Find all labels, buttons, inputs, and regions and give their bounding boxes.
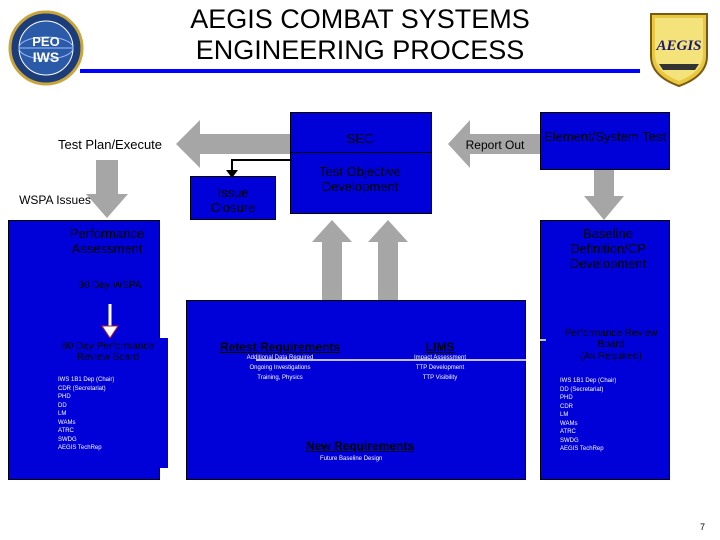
member-item: SWDG [560, 437, 579, 444]
test-objective-box [290, 152, 432, 214]
performance-assessment-label: Performance Assessment [69, 226, 145, 256]
aegis-logo-text: AEGIS [655, 38, 701, 54]
sixty-day-label: 60 Day Performance Review Board [62, 341, 154, 363]
member-item: DD [58, 402, 67, 409]
thirty-day-label: 30 Day WSPA [78, 280, 142, 291]
lims-label: LIMS [425, 340, 455, 354]
report-out-label: Report Out [465, 138, 525, 152]
new-requirements-sub: Future Baseline Design [320, 456, 383, 462]
member-item: ATRC [58, 428, 74, 434]
logo-text-top: PEO [32, 34, 59, 49]
perf-review-note: (As Required) [580, 351, 642, 362]
perf-review-members: IWS 1B1 Dep (Chair) DD (Secretariat) PHD… [560, 377, 664, 454]
lims-items: Impact Assessment TTP Development TTP Vi… [390, 353, 490, 383]
arrow-up-right [368, 220, 408, 300]
member-item: CDR [560, 403, 573, 410]
issue-closure-box [190, 176, 276, 220]
title-line-2: ENGINEERING PROCESS [195, 35, 525, 65]
element-system-test-box [540, 112, 670, 170]
member-item: LM [560, 412, 569, 418]
retest-item: Ongoing Investigations [249, 365, 311, 371]
retest-items: Additional Data Required Ongoing Investi… [214, 353, 346, 383]
wspa-issues-label: WSPA Issues [19, 193, 91, 207]
member-item: PHD [560, 395, 573, 401]
connector-issue-head [226, 170, 238, 178]
member-item: ATRC [560, 429, 576, 435]
retest-item: Training, Physics [257, 375, 303, 381]
arrow-up-left [312, 220, 352, 300]
sec-label: SEC [346, 131, 374, 146]
peo-iws-logo: PEO IWS [6, 8, 86, 88]
arrow-element-to-report [448, 120, 540, 168]
member-item: AEGIS TechRep [58, 445, 102, 451]
member-item: IWS 1B1 Dep (Chair) [560, 378, 617, 384]
new-requirements-label: New Requirements [305, 439, 415, 453]
member-item: PHD [58, 394, 71, 400]
member-item: AEGIS TechRep [560, 446, 604, 452]
lims-item: TTP Visibility [422, 375, 458, 381]
connector-sec-to-issue [231, 159, 292, 172]
page-title: AEGIS COMBAT SYSTEMS ENGINEERING PROCESS [120, 4, 600, 66]
page-number: 7 [700, 522, 706, 532]
sixty-day-members: IWS 1B1 Dep (Chair) CDR (Secretariat) PH… [58, 376, 158, 453]
logo-text-bottom: IWS [33, 49, 59, 65]
arrow-test-plan-down [86, 160, 128, 218]
test-plan-label: Test Plan/Execute [57, 137, 163, 152]
element-system-test-label: Element/System Test [544, 129, 666, 144]
perf-review-label: Performance Review Board [564, 328, 658, 350]
arrow-element-down [584, 170, 624, 220]
member-item: SWDG [58, 436, 77, 443]
retest-item: Additional Data Required [246, 355, 314, 361]
title-rule [80, 69, 640, 73]
member-item: LM [58, 411, 67, 417]
right-panel [540, 220, 670, 480]
member-item: CDR (Secretariat) [58, 385, 106, 392]
baseline-definition-label: Baseline Definition/CP Development [569, 226, 647, 271]
sixty-day-box [50, 338, 168, 468]
center-panel [186, 300, 526, 480]
lims-item: Impact Assessment [413, 355, 467, 361]
title-line-1: AEGIS COMBAT SYSTEMS [190, 4, 530, 34]
aegis-logo: AEGIS [645, 10, 713, 88]
test-objective-label: Test Objective Development [319, 164, 401, 194]
member-item: IWS 1B1 Dep (Chair) [58, 377, 115, 383]
member-item: WAMs [560, 420, 578, 427]
issue-closure-label: Issue Closure [210, 185, 256, 215]
member-item: DD (Secretariat) [560, 386, 604, 393]
retest-label: Retest Requirements [219, 340, 341, 354]
lims-item: TTP Development [415, 365, 465, 371]
arrow-sec-to-test-plan [176, 120, 290, 168]
member-item: WAMs [58, 419, 76, 426]
